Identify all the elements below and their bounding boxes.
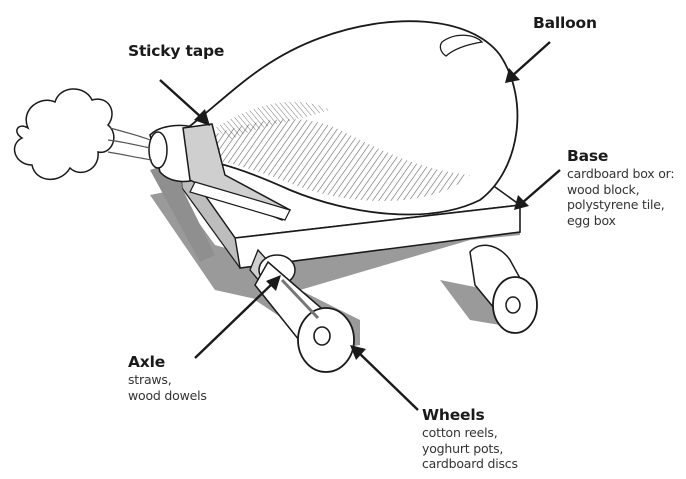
base-label: Base cardboard box or: wood block, polys… — [567, 147, 674, 228]
base-material-4: egg box — [567, 213, 674, 229]
sticky-tape-label: Sticky tape — [128, 42, 224, 61]
base-material-2: wood block, — [567, 182, 674, 198]
balloon-title: Balloon — [533, 14, 597, 33]
wheels-material-1: cotton reels, — [422, 425, 518, 441]
axle-material-2: wood dowels — [128, 388, 207, 404]
wheels-material-2: yoghurt pots, — [422, 441, 518, 457]
arrow-sticky-tape — [160, 80, 210, 126]
air-puff — [15, 89, 152, 179]
axle-title: Axle — [128, 353, 207, 372]
wheels-label: Wheels cotton reels, yoghurt pots, cardb… — [422, 406, 518, 472]
base-material-3: polystyrene tile, — [567, 197, 674, 213]
axle-material-1: straws, — [128, 372, 207, 388]
arrow-wheels — [350, 345, 418, 410]
arrow-balloon — [505, 42, 550, 83]
base-title: Base — [567, 147, 674, 166]
axle-label: Axle straws, wood dowels — [128, 353, 207, 403]
base-material-1: cardboard box or: — [567, 166, 674, 182]
arrow-base — [514, 170, 560, 210]
wheels-material-3: cardboard discs — [422, 456, 518, 472]
balloon-label: Balloon — [533, 14, 597, 33]
wheels-title: Wheels — [422, 406, 518, 425]
sticky-tape-title: Sticky tape — [128, 42, 224, 61]
